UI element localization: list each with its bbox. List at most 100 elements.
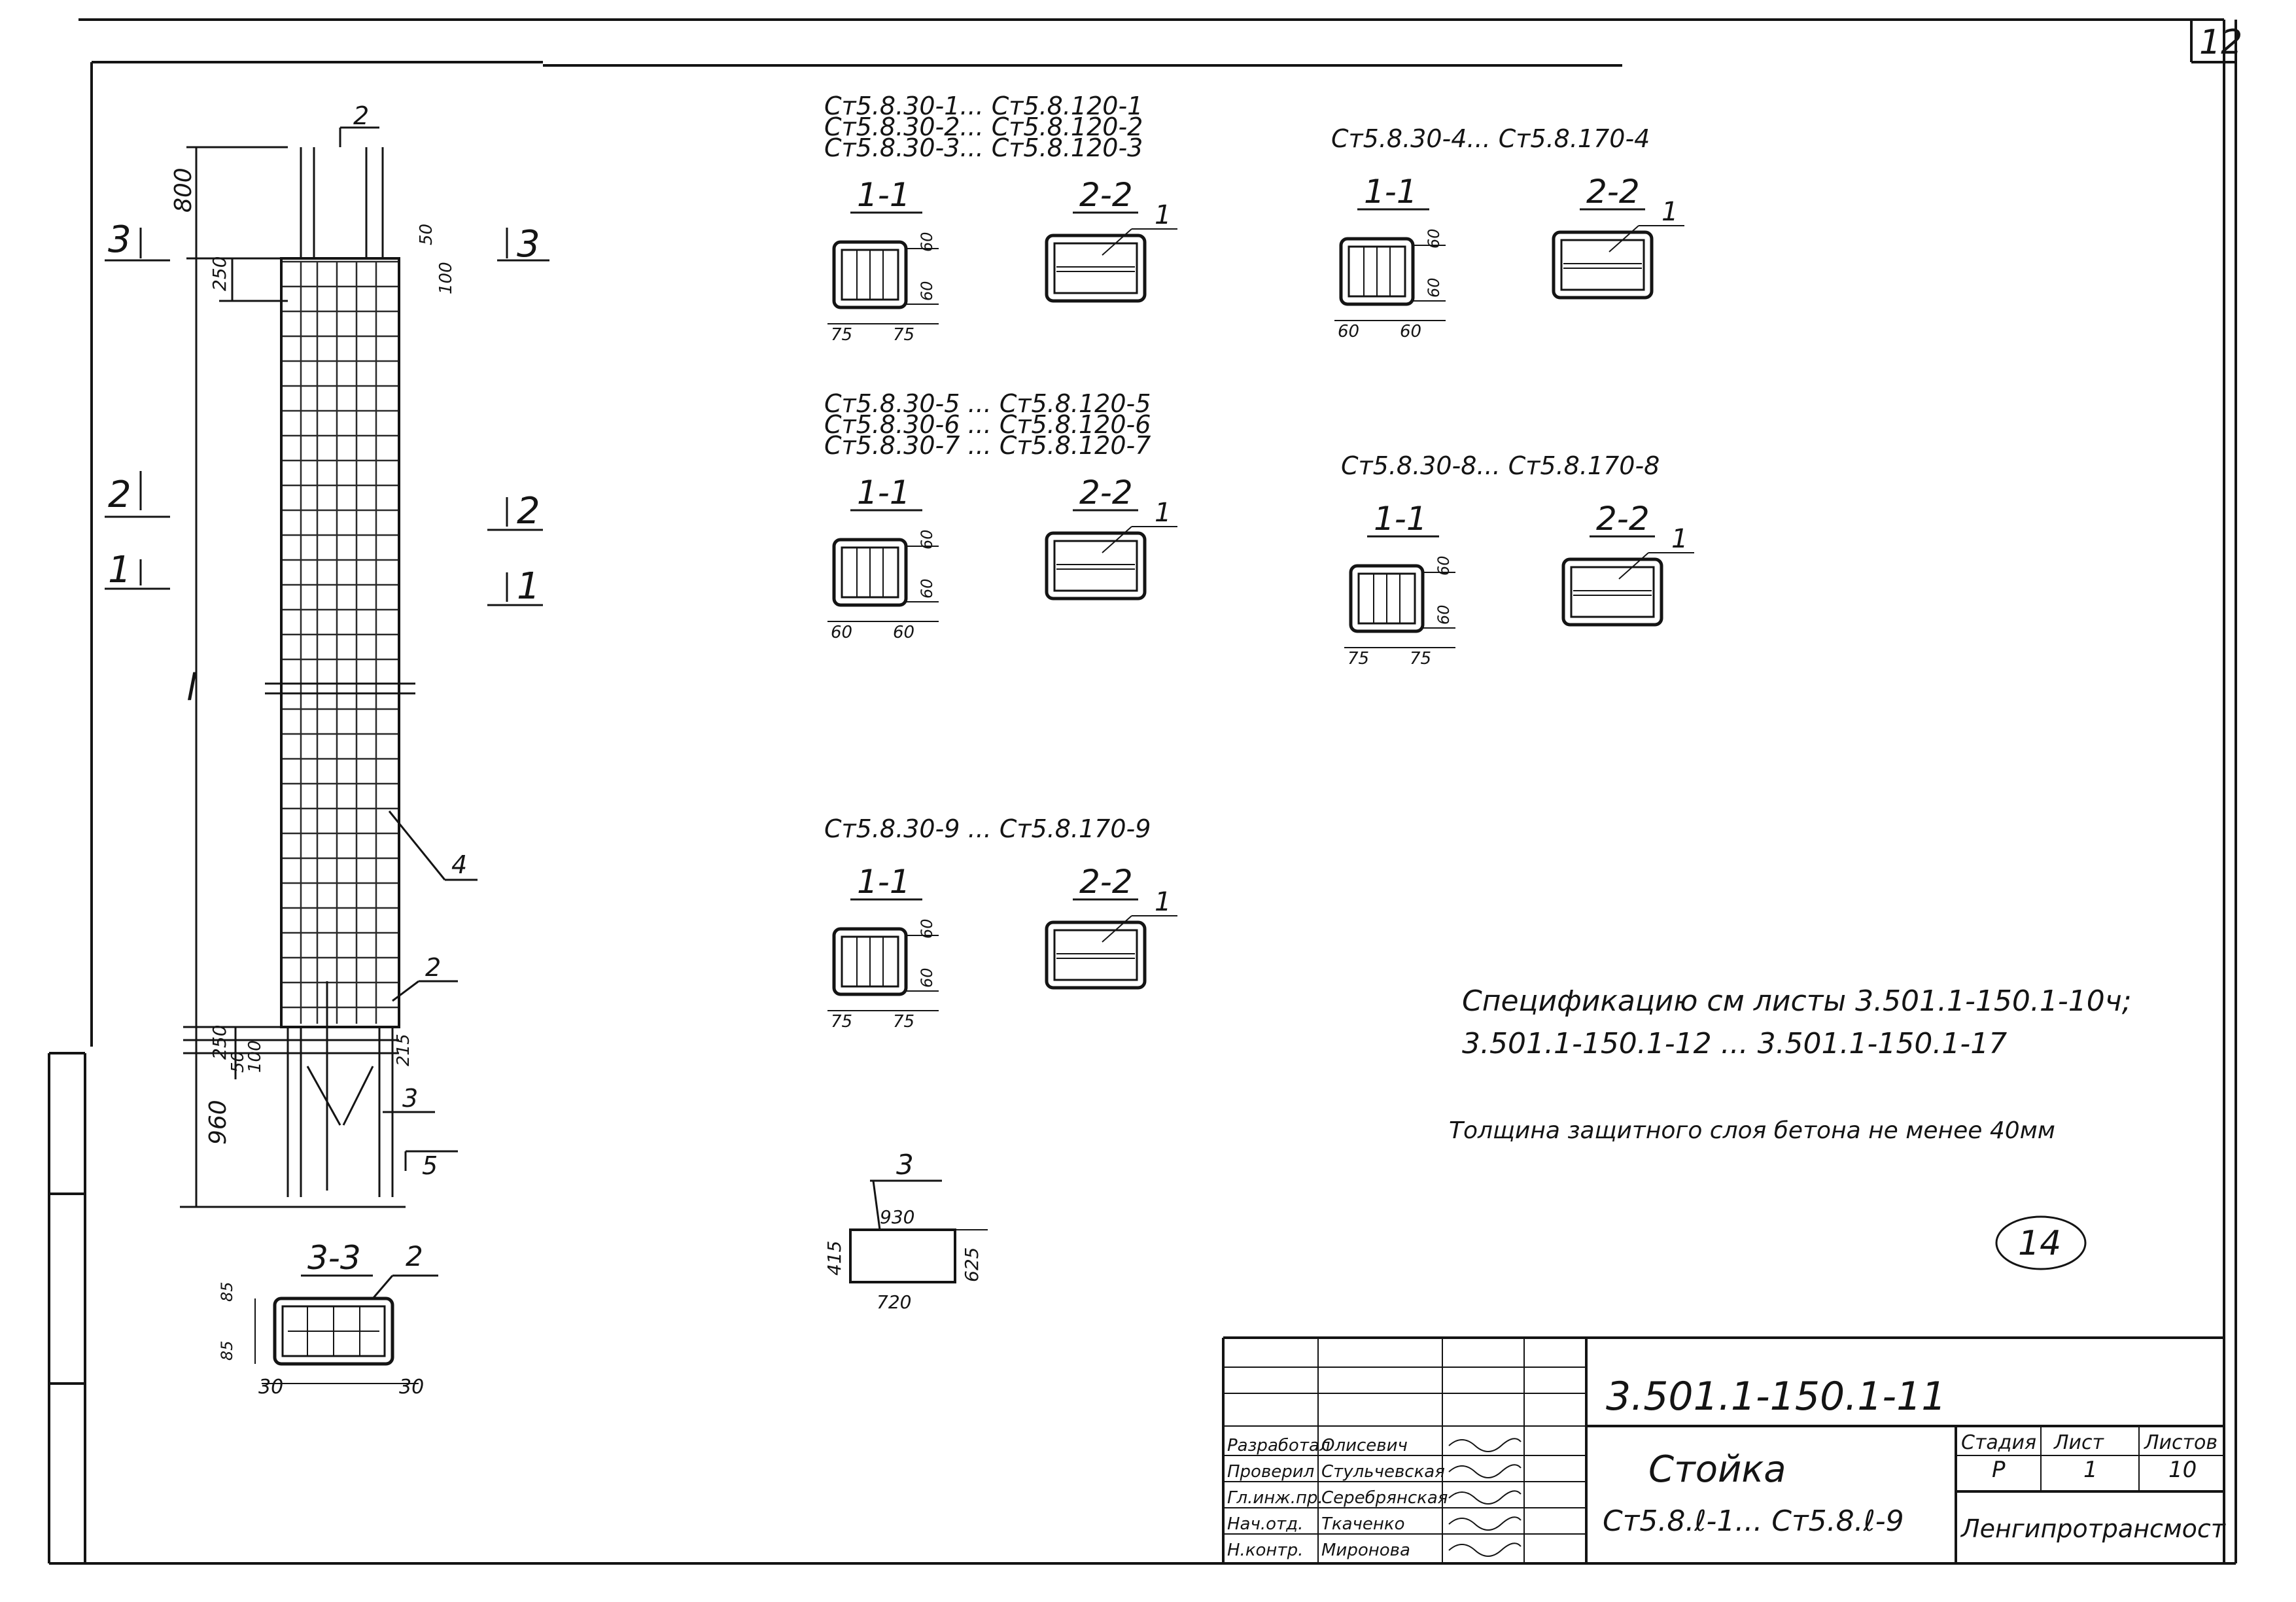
cut-1-1-title: 1-1: [1374, 500, 1427, 538]
cut-1-1-dim-top: 60: [918, 232, 936, 252]
sheet-number: 12: [2199, 23, 2242, 62]
cut-1-1-dim-left: 75: [831, 325, 852, 345]
callout-5: 5: [422, 1151, 438, 1180]
signature-name: Серебрянская: [1321, 1488, 1448, 1508]
group-heading-line: Ст5.8.30-5 ... Ст5.8.120-5: [824, 389, 1151, 418]
cut-1-1-dim-right: 75: [893, 325, 914, 345]
cut-1-1-dim-bottom: 60: [918, 281, 936, 301]
signature-role: Нач.отд.: [1227, 1514, 1303, 1534]
signature-name: Стульчевская: [1321, 1462, 1445, 1482]
group-2: Ст5.8.30-4... Ст5.8.170-4 1-1 60 60 60 60 2-2 1: [1331, 124, 1684, 341]
cut-1-1-dim-bottom: 60: [918, 967, 936, 988]
signature-name: Ткаченко: [1321, 1514, 1405, 1534]
section-3-3-title: 3-3: [307, 1239, 361, 1277]
signature-mark: [1448, 1516, 1522, 1531]
section-mark-3-left: 3: [108, 218, 131, 261]
group-heading-line: Ст5.8.30-8... Ст5.8.170-8: [1341, 451, 1660, 480]
cover-note: Толщина защитного слоя бетона не менее 4…: [1449, 1117, 2055, 1144]
item-marks: Ст5.8.ℓ-1... Ст5.8.ℓ-9: [1603, 1505, 1904, 1538]
section-3-3-callout: 2: [406, 1240, 423, 1272]
cut-1-1-dim-top: 60: [1425, 228, 1443, 249]
sheet-frame: [48, 18, 2237, 1565]
cut-1-1-dim-bottom: 60: [918, 578, 936, 599]
doc-code: 3.501.1-150.1-11: [1606, 1374, 1946, 1419]
plate-detail: 3 930 415 625 720: [824, 1149, 988, 1313]
sheet-value: 1: [2083, 1457, 2098, 1483]
cut-2-2-callout: 1: [1661, 197, 1678, 227]
cut-1-1-dim-right: 60: [1400, 322, 1421, 341]
cut-1-1-dim-top: 60: [918, 529, 936, 549]
callout-4: 4: [451, 850, 467, 879]
dim-bottom-step: 50: [228, 1051, 248, 1073]
circled-number-ring: [1995, 1215, 2087, 1270]
notes: Спецификацию см листы 3.501.1-150.1-10ч;…: [1449, 984, 2132, 1270]
sheet-header: Лист: [2053, 1431, 2105, 1454]
dim-top-gap: 100: [436, 262, 456, 294]
cut-1-1-title: 1-1: [857, 176, 911, 214]
signature-mark: [1448, 1542, 1522, 1557]
section-mark-2-right: 2: [517, 490, 540, 532]
signature-role: Гл.инж.пр.: [1227, 1488, 1323, 1508]
org-name: Ленгипротрансмост: [1960, 1514, 2227, 1543]
cut-1-1-dim-bottom: 60: [1435, 604, 1453, 625]
group-heading-line: Ст5.8.30-2... Ст5.8.120-2: [824, 113, 1143, 141]
cut-1-1-dim-top: 60: [1435, 555, 1453, 576]
section-3-3-dim-left: 30: [258, 1376, 283, 1399]
cut-1-1-dim-left: 60: [1338, 322, 1359, 341]
dim-anchor-length: 960: [205, 1100, 232, 1145]
cut-2-2-title: 2-2: [1586, 173, 1640, 211]
column-elevation: 800 250 50 100 l 250 50 100 215 960 2 4 …: [105, 101, 549, 1208]
cut-1-1-dim-bottom: 60: [1425, 277, 1443, 298]
group-heading-line: Ст5.8.30-3... Ст5.8.120-3: [824, 133, 1143, 162]
cut-2-2-title: 2-2: [1079, 474, 1133, 512]
stage-header: Стадия: [1961, 1431, 2036, 1454]
section-3-3-dim-right: 30: [399, 1376, 424, 1399]
cut-1-1-dim-left: 75: [831, 1012, 852, 1032]
cut-1-1-dim-top: 60: [918, 918, 936, 939]
signature-mark: [1448, 1464, 1522, 1478]
section-3-3-dim-bottom: 85: [218, 1340, 236, 1361]
plate-dim-bottom: 720: [877, 1291, 911, 1313]
plate-dim-left: 415: [824, 1241, 845, 1276]
callout-3: 3: [402, 1084, 418, 1113]
section-mark-3-right: 3: [517, 223, 540, 266]
cut-1-1-title: 1-1: [857, 474, 911, 512]
title-block: 3.501.1-150.1-11 Стойка Ст5.8.ℓ-1... Ст5…: [1222, 1336, 2227, 1563]
cut-2-2-title: 2-2: [1079, 176, 1133, 214]
signature-mark: [1448, 1490, 1522, 1505]
signature-role: Разработал: [1227, 1436, 1331, 1455]
dim-bottom-offset: 250: [209, 1025, 230, 1060]
group-heading-line: Ст5.8.30-7 ... Ст5.8.120-7: [824, 431, 1151, 460]
reinforcement-mesh: [283, 260, 398, 1024]
dim-bottom-gap: 100: [245, 1040, 265, 1073]
cut-2-2-title: 2-2: [1079, 863, 1133, 901]
section-3-3-dim-top: 85: [218, 1281, 236, 1302]
sheets-header: Листов: [2144, 1431, 2218, 1454]
spec-note-line2: 3.501.1-150.1-12 ... 3.501.1-150.1-17: [1462, 1027, 2007, 1060]
group-heading-line: Ст5.8.30-1... Ст5.8.120-1: [824, 92, 1143, 120]
group-heading-line: Ст5.8.30-4... Ст5.8.170-4: [1331, 124, 1650, 153]
signature-role: Проверил: [1227, 1462, 1314, 1482]
signature-mark: [1448, 1438, 1522, 1452]
cut-1-1-dim-right: 60: [893, 623, 914, 642]
stage-value: Р: [1992, 1457, 2006, 1483]
dim-top-step: 50: [417, 224, 436, 245]
dim-side-step: 215: [394, 1034, 413, 1066]
cut-1-1-title: 1-1: [1364, 173, 1418, 211]
cut-2-2-callout: 1: [1155, 200, 1171, 230]
cut-2-2-title: 2-2: [1596, 500, 1650, 538]
group-heading-line: Ст5.8.30-9 ... Ст5.8.170-9: [824, 814, 1151, 843]
dim-length-l: l: [186, 667, 197, 709]
group-heading-line: Ст5.8.30-6 ... Ст5.8.120-6: [824, 410, 1151, 439]
callout-2-top: 2: [353, 101, 369, 130]
callout-2-bottom: 2: [425, 953, 441, 982]
sheets-value: 10: [2168, 1457, 2197, 1483]
cut-1-1-dim-left: 75: [1348, 649, 1369, 669]
